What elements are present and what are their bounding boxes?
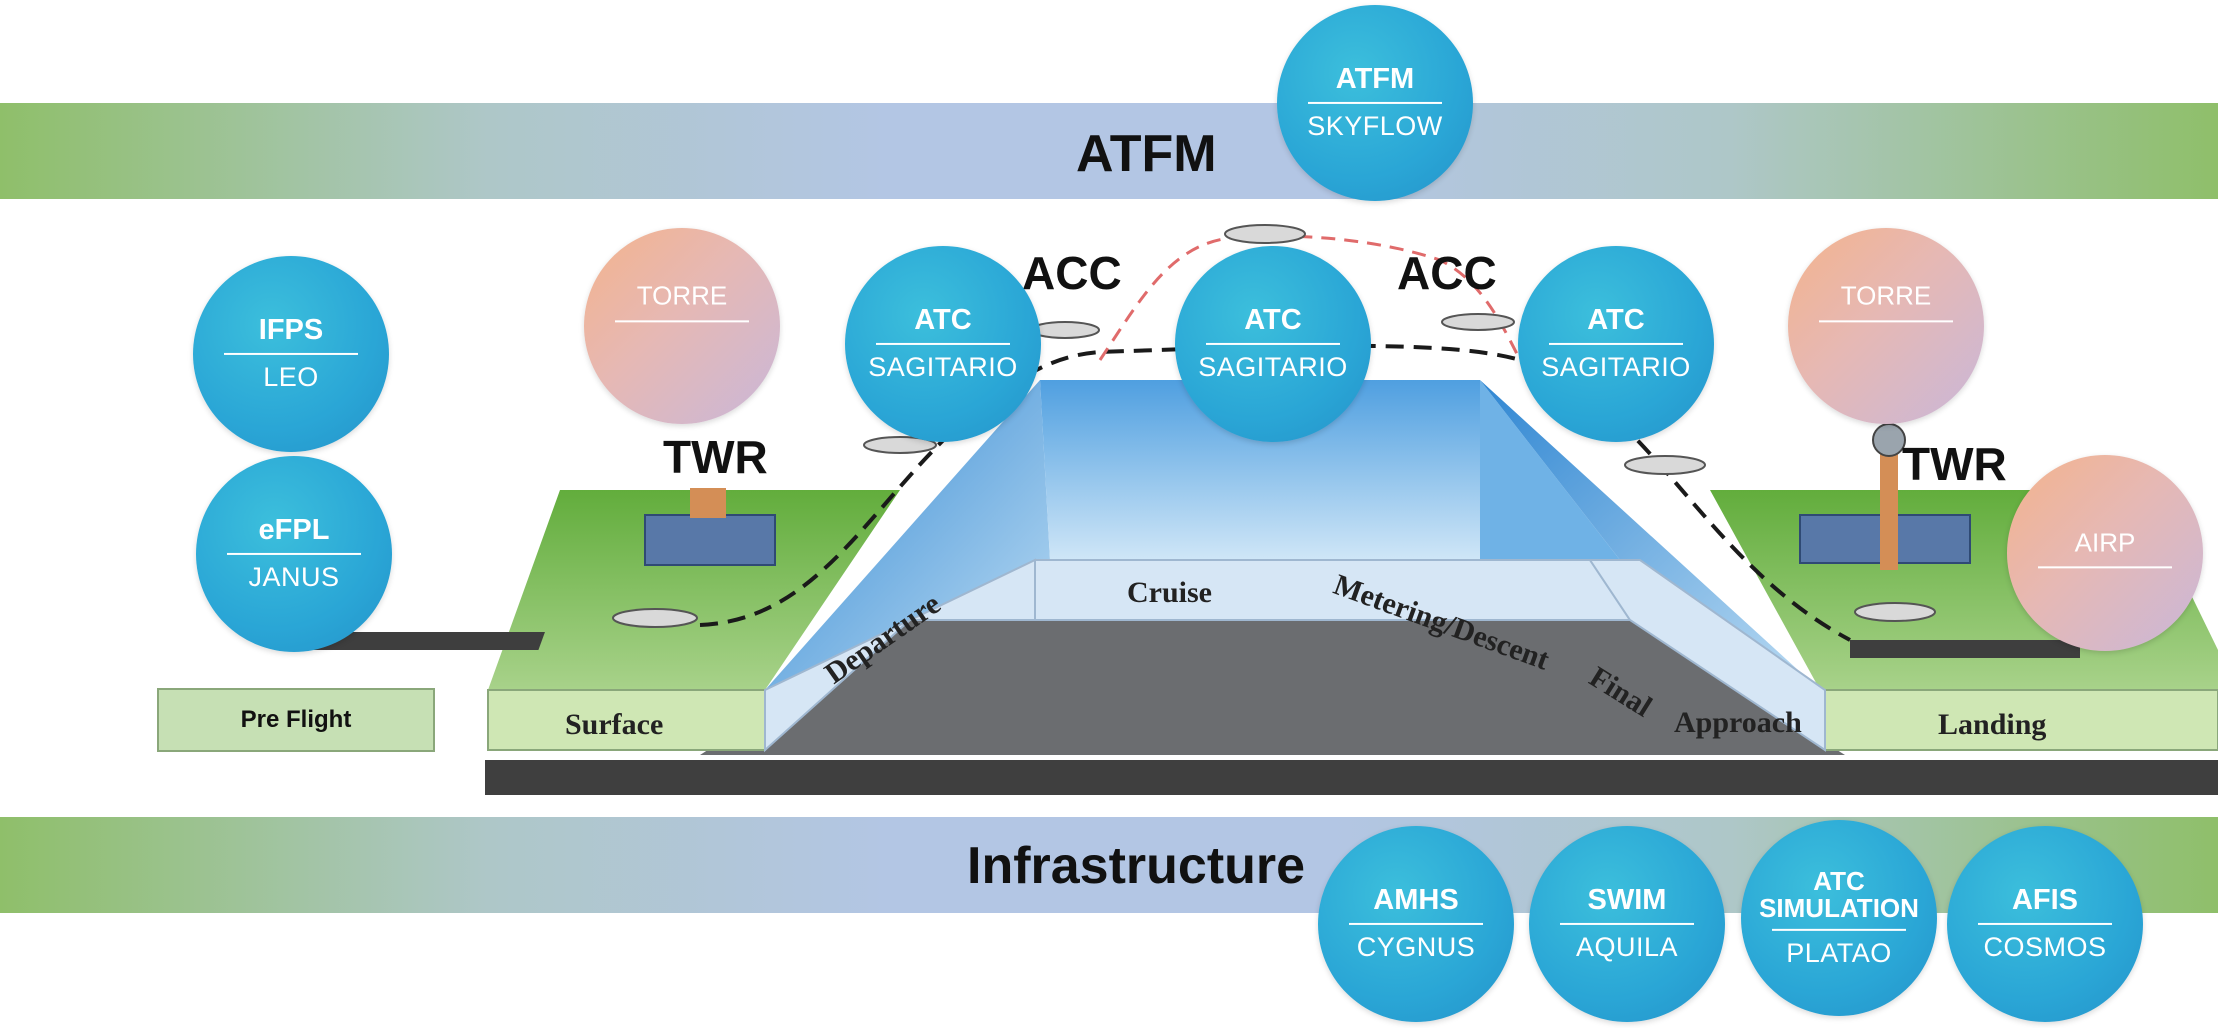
divider <box>1819 320 1953 323</box>
swim-aquila-circle[interactable]: SWIM AQUILA <box>1529 826 1725 1022</box>
divider <box>1772 928 1906 931</box>
atc-simulation-circle-subtitle: PLATAO <box>1786 937 1892 968</box>
amhs-circle-title: AMHS <box>1373 883 1459 916</box>
infrastructure-band-label: Infrastructure <box>967 837 1306 895</box>
torre-left-circle-title: TORRE <box>636 280 728 311</box>
aircraft-6 <box>1624 455 1706 475</box>
atfm-circle-subtitle: SKYFLOW <box>1307 111 1443 142</box>
aircraft-4 <box>1224 224 1306 244</box>
airp-circle[interactable]: AIRP <box>2007 455 2203 651</box>
torre-right-circle[interactable]: TORRE <box>1788 228 1984 424</box>
atc-center-circle-subtitle: SAGITARIO <box>1198 352 1348 383</box>
efpl-circle-subtitle: JANUS <box>248 562 340 593</box>
divider <box>876 343 1010 346</box>
atfm-circle-title: ATFM <box>1335 62 1415 95</box>
final-face <box>1480 380 1820 690</box>
afis-circle-subtitle: COSMOS <box>1983 932 2107 963</box>
twr-label-right: TWR <box>1902 438 2007 490</box>
atc-simulation-circle-title: ATC SIMULATION <box>1759 865 1919 924</box>
divider <box>224 353 358 356</box>
swim-circle-title: SWIM <box>1587 883 1667 916</box>
divider <box>1549 343 1683 346</box>
atc-sagitario-center-circle[interactable]: ATC SAGITARIO <box>1175 246 1371 442</box>
divider <box>227 553 361 556</box>
atc-right-circle-subtitle: SAGITARIO <box>1541 352 1691 383</box>
phase-cruise: Cruise <box>1127 576 1212 609</box>
divider <box>2038 566 2172 569</box>
afis-cosmos-circle[interactable]: AFIS COSMOS <box>1947 826 2143 1022</box>
atfm-band-label: ATFM <box>1076 125 1217 183</box>
aircraft-1 <box>612 608 698 628</box>
ifps-circle-subtitle: LEO <box>263 362 319 393</box>
left-runway <box>303 632 545 650</box>
torre-right-circle-title: TORRE <box>1840 280 1932 311</box>
dark-body <box>700 620 1845 755</box>
planned-route <box>699 343 1851 642</box>
divider <box>1206 343 1340 346</box>
efpl-circle-title: eFPL <box>258 513 330 546</box>
left-tower <box>690 488 726 518</box>
aircraft-5 <box>1441 313 1515 331</box>
atfm-band <box>0 103 2218 199</box>
cruise-top <box>1040 380 1480 560</box>
right-tower-cab <box>1872 423 1906 457</box>
divider <box>1349 923 1483 926</box>
base-shadow <box>485 760 2218 795</box>
divider <box>1560 923 1694 926</box>
phase-landing: Landing <box>1938 708 2047 741</box>
twr-label-left: TWR <box>663 431 768 483</box>
divider <box>1308 102 1442 105</box>
atc-right-circle-title: ATC <box>1587 303 1645 336</box>
left-terminal <box>644 514 776 566</box>
alternate-route <box>1098 234 1522 361</box>
efpl-janus-circle[interactable]: eFPL JANUS <box>196 456 392 652</box>
acc-label-left: ACC <box>1022 247 1122 299</box>
atc-sagitario-left-circle[interactable]: ATC SAGITARIO <box>845 246 1041 442</box>
divider <box>615 320 749 323</box>
right-runway <box>1850 640 2080 658</box>
phase-surface: Surface <box>565 708 664 741</box>
phase-strip-left <box>764 558 1036 753</box>
amhs-circle-subtitle: CYGNUS <box>1356 932 1476 963</box>
aircraft-7 <box>1854 602 1936 622</box>
atc-sagitario-right-circle[interactable]: ATC SAGITARIO <box>1518 246 1714 442</box>
atc-left-circle-title: ATC <box>914 303 972 336</box>
right-tower <box>1880 445 1898 570</box>
phase-strip-right <box>1588 559 1826 752</box>
atfm-skyflow-circle[interactable]: ATFM SKYFLOW <box>1277 5 1473 201</box>
divider <box>1978 923 2112 926</box>
aircraft-3 <box>1030 321 1100 339</box>
torre-left-circle[interactable]: TORRE <box>584 228 780 424</box>
afis-circle-title: AFIS <box>2011 883 2079 916</box>
ifps-circle-title: IFPS <box>258 313 324 346</box>
atc-center-circle-title: ATC <box>1244 303 1302 336</box>
airp-circle-title: AIRP <box>2074 527 2136 558</box>
pre-flight-box: Pre Flight <box>157 688 435 752</box>
swim-circle-subtitle: AQUILA <box>1575 932 1679 963</box>
atc-left-circle-subtitle: SAGITARIO <box>868 352 1018 383</box>
ifps-leo-circle[interactable]: IFPS LEO <box>193 256 389 452</box>
phase-approach: Approach <box>1674 706 1802 739</box>
atc-simulation-platao-circle[interactable]: ATC SIMULATION PLATAO <box>1741 820 1937 1016</box>
amhs-cygnus-circle[interactable]: AMHS CYGNUS <box>1318 826 1514 1022</box>
aircraft-2 <box>863 436 937 454</box>
acc-label-right: ACC <box>1397 247 1497 299</box>
left-ground <box>488 490 900 690</box>
departure-face <box>765 380 1050 690</box>
